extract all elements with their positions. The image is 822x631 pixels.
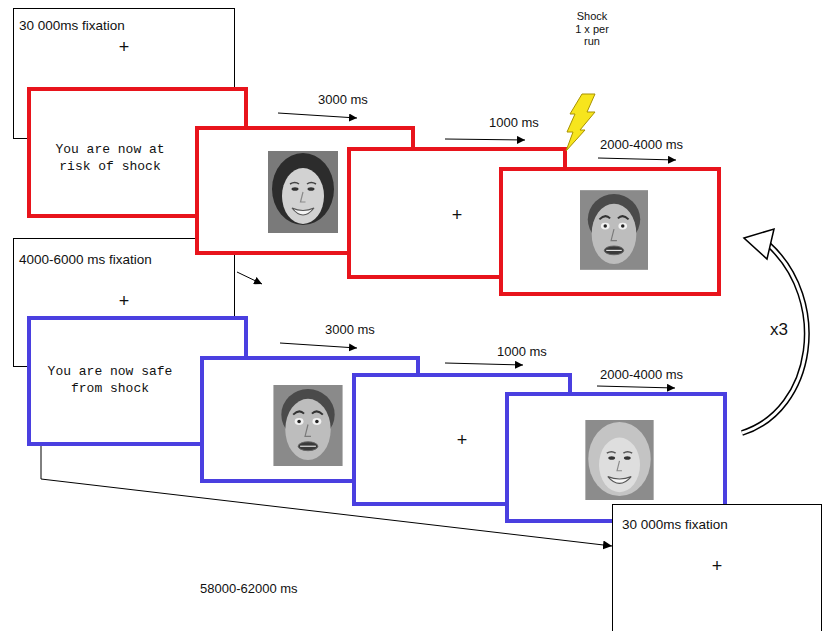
repeat-label: x3	[770, 320, 788, 340]
duration-label: 2000-4000 ms	[600, 138, 683, 153]
cue-text: You are now safe from shock	[45, 363, 175, 397]
cue-text: You are now at risk of shock	[45, 141, 175, 175]
face-frame	[499, 167, 721, 296]
duration-label: 58000-62000 ms	[200, 582, 298, 597]
label-holder: 3000 ms	[318, 93, 368, 108]
label-holder: 1000 ms	[497, 345, 547, 360]
duration-label: 1000 ms	[489, 116, 539, 131]
fixation-cross: +	[356, 429, 568, 451]
label-holder: 2000-4000 ms	[600, 368, 683, 383]
shock-note: Shock 1 x per run	[573, 10, 611, 48]
label-holder: 58000-62000 ms	[200, 582, 298, 597]
fixation-label: 4000-6000 ms fixation	[19, 252, 234, 267]
label-holder: 2000-4000 ms	[600, 138, 683, 153]
fixation-cross: +	[14, 290, 234, 312]
duration-label: 3000 ms	[325, 323, 375, 338]
fixation-label: 30 000ms fixation	[19, 18, 234, 33]
fixation-cross: +	[351, 204, 563, 226]
label-holder: 3000 ms	[325, 323, 375, 338]
duration-label: 2000-4000 ms	[600, 368, 683, 383]
duration-label: 3000 ms	[318, 93, 368, 108]
fixation-cross: +	[613, 555, 821, 577]
label-holder: Shock 1 x per run	[573, 10, 611, 48]
fixation-label: 30 000ms fixation	[622, 517, 821, 532]
fixation-cross: +	[14, 36, 234, 58]
shock-bolt	[560, 92, 600, 154]
label-holder: x3	[770, 320, 788, 340]
label-holder: 1000 ms	[489, 116, 539, 131]
duration-label: 1000 ms	[497, 345, 547, 360]
fixation-screen: 30 000ms fixation +	[612, 504, 822, 631]
